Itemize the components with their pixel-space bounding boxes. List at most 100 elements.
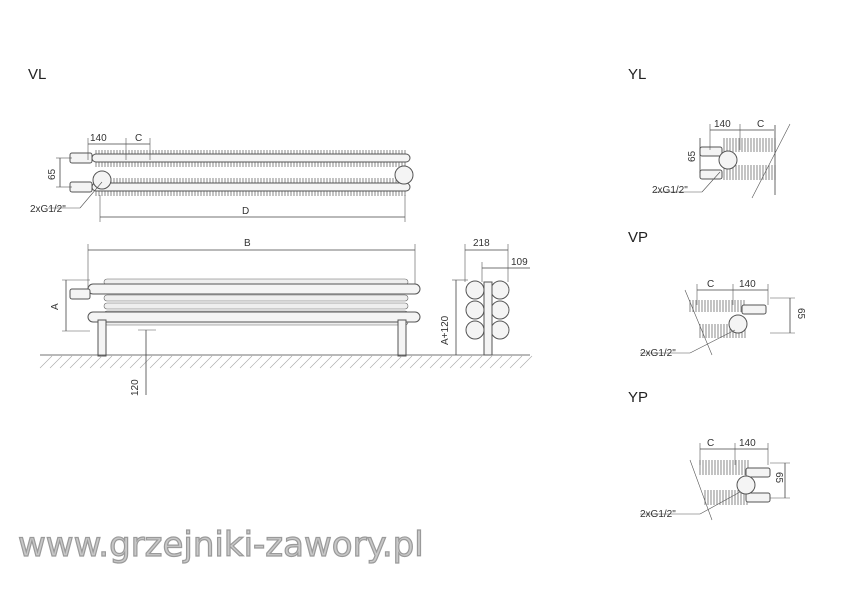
side-stand xyxy=(483,281,493,356)
side-tube-6 xyxy=(490,320,510,340)
hatch-line xyxy=(499,355,513,369)
front-pipe-bottom xyxy=(87,311,421,323)
vl-dim-140: 140 xyxy=(90,133,107,144)
vl-end-cap-left xyxy=(92,170,112,190)
hatch-line xyxy=(79,355,93,369)
hatch-line xyxy=(249,355,263,369)
vl-dim-65: 65 xyxy=(47,168,58,180)
hatch-line xyxy=(99,355,113,369)
hatch-line xyxy=(399,355,413,369)
vl-dim-d: D xyxy=(242,206,249,217)
yl-valve-lower xyxy=(699,169,723,180)
front-pipe-top xyxy=(87,283,421,295)
hatch-line xyxy=(479,355,493,369)
hatch-line xyxy=(89,355,103,369)
section-label-yp: YP xyxy=(628,389,648,406)
floor-hatching xyxy=(39,355,533,369)
yp-connection-label: 2xG1/2" xyxy=(640,509,676,520)
yp-detail: C 140 65 2xG1/2" xyxy=(640,438,790,521)
yl-dim-140: 140 xyxy=(714,119,731,130)
side-tube-5 xyxy=(465,320,485,340)
vl-lower-tube xyxy=(91,182,411,192)
hatch-line xyxy=(459,355,473,369)
yp-valve-lower xyxy=(745,492,771,503)
side-dim-109: 109 xyxy=(511,257,528,268)
hatch-line xyxy=(189,355,203,369)
hatch-line xyxy=(409,355,423,369)
hatch-line xyxy=(39,355,53,369)
yp-end-cap xyxy=(736,475,756,495)
yl-valve-upper xyxy=(699,146,723,157)
hatch-line xyxy=(329,355,343,369)
hatch-line xyxy=(469,355,483,369)
hatch-line xyxy=(239,355,253,369)
hatch-line xyxy=(209,355,223,369)
hatch-line xyxy=(319,355,333,369)
front-leg-right xyxy=(397,319,407,357)
watermark-text: www.grzejniki-zawory.pl xyxy=(18,525,424,565)
hatch-line xyxy=(389,355,403,369)
hatch-line xyxy=(489,355,503,369)
hatch-line xyxy=(169,355,183,369)
hatch-line xyxy=(279,355,293,369)
side-tube-3 xyxy=(465,300,485,320)
yp-fins xyxy=(699,460,749,505)
yp-valve-upper xyxy=(745,467,771,478)
yp-dim-65: 65 xyxy=(773,472,784,484)
hatch-line xyxy=(519,355,533,369)
vl-valve-upper xyxy=(69,152,93,164)
yl-end-cap xyxy=(718,150,738,170)
hatch-line xyxy=(299,355,313,369)
side-tube-4 xyxy=(490,300,510,320)
hatch-line xyxy=(259,355,273,369)
hatch-line xyxy=(309,355,323,369)
vl-upper-tube xyxy=(91,153,411,163)
hatch-line xyxy=(159,355,173,369)
hatch-line xyxy=(359,355,373,369)
yl-dim-65: 65 xyxy=(687,150,698,162)
vl-connection-label: 2xG1/2" xyxy=(30,204,66,215)
front-dim-a: A xyxy=(50,303,61,310)
hatch-line xyxy=(129,355,143,369)
section-label-yl: YL xyxy=(628,66,646,83)
vp-dim-65: 65 xyxy=(795,308,806,320)
hatch-line xyxy=(269,355,283,369)
hatch-line xyxy=(69,355,83,369)
hatch-line xyxy=(149,355,163,369)
yl-connection-label: 2xG1/2" xyxy=(652,185,688,196)
vl-end-cap-right xyxy=(394,165,414,185)
vp-end-cap xyxy=(728,314,748,334)
hatch-line xyxy=(229,355,243,369)
hatch-line xyxy=(449,355,463,369)
front-valve xyxy=(69,288,91,300)
hatch-line xyxy=(219,355,233,369)
hatch-line xyxy=(49,355,63,369)
side-tube-1 xyxy=(465,280,485,300)
front-fin-tube xyxy=(103,294,409,302)
yp-dim-140: 140 xyxy=(739,438,756,449)
vp-connection-label: 2xG1/2" xyxy=(640,348,676,359)
hatch-line xyxy=(369,355,383,369)
hatch-line xyxy=(339,355,353,369)
vl-dim-c: C xyxy=(135,133,142,144)
hatch-line xyxy=(119,355,133,369)
hatch-line xyxy=(179,355,193,369)
hatch-line xyxy=(379,355,393,369)
side-tube-2 xyxy=(490,280,510,300)
hatch-line xyxy=(59,355,73,369)
hatch-line xyxy=(419,355,433,369)
yl-fins xyxy=(723,138,776,180)
front-dim-b: B xyxy=(244,238,251,249)
vp-dim-c: C xyxy=(707,279,714,290)
hatch-line xyxy=(509,355,523,369)
vl-valve-lower xyxy=(69,181,93,193)
hatch-line xyxy=(109,355,123,369)
front-dim-120: 120 xyxy=(130,379,141,396)
yp-dim-c: C xyxy=(707,438,714,449)
vl-top-view: 140 C 65 2xG1/2" D xyxy=(30,133,414,222)
side-dim-218: 218 xyxy=(473,238,490,249)
side-view: 218 109 A+120 xyxy=(440,238,530,356)
vl-front-view: B A 120 xyxy=(39,238,533,396)
hatch-line xyxy=(289,355,303,369)
